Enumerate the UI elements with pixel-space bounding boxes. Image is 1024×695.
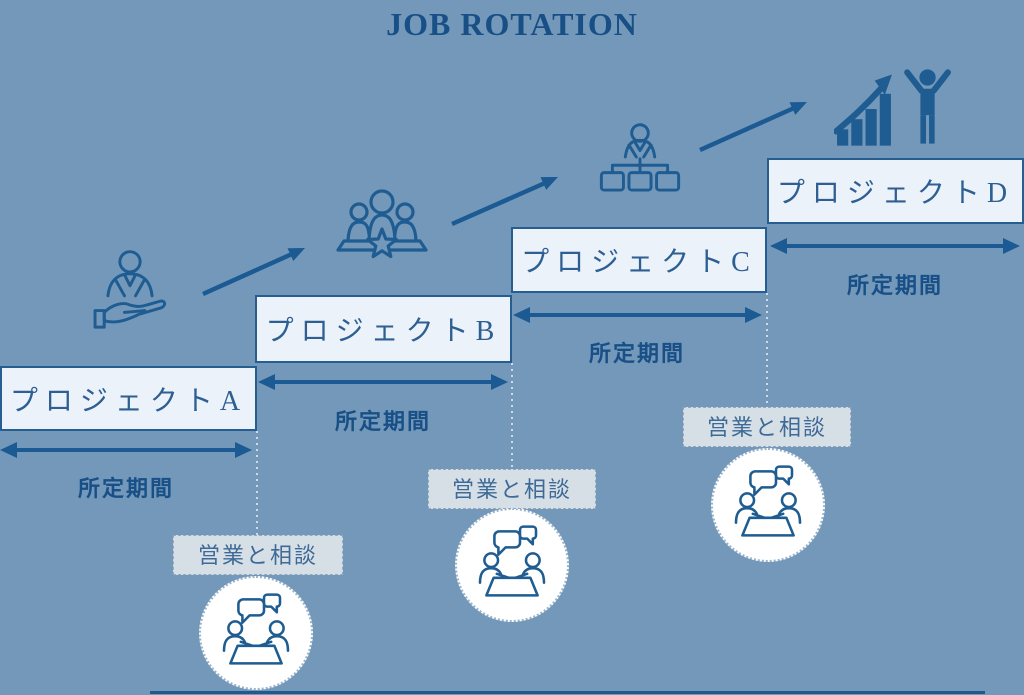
arrow-a-to-b bbox=[202, 248, 305, 297]
period-label-b: 所定期間 bbox=[334, 409, 431, 434]
project-label-d: プロジェクトD bbox=[776, 178, 1015, 209]
consult-circle-2 bbox=[455, 508, 569, 622]
period-arrow-d bbox=[770, 238, 1020, 254]
period-label-c: 所定期間 bbox=[588, 341, 685, 366]
project-label-b: プロジェクトB bbox=[265, 316, 502, 347]
success-growth-icon bbox=[834, 69, 951, 146]
period-label-a: 所定期間 bbox=[77, 476, 174, 501]
project-box-d: プロジェクトD bbox=[767, 158, 1024, 224]
period-arrow-c bbox=[513, 307, 762, 323]
period-arrow-a bbox=[0, 442, 252, 458]
bottom-edge-line bbox=[150, 691, 985, 694]
consult-circle-3 bbox=[711, 448, 825, 562]
team-star-icon bbox=[336, 189, 428, 259]
period-label-d: 所定期間 bbox=[846, 273, 943, 298]
project-box-b: プロジェクトB bbox=[255, 295, 512, 363]
meeting-icon bbox=[728, 465, 808, 545]
org-chart-icon bbox=[599, 123, 681, 192]
project-label-c: プロジェクトC bbox=[521, 247, 757, 278]
consult-circle-1 bbox=[199, 576, 313, 690]
person-in-hand-icon bbox=[93, 250, 167, 329]
period-arrow-b bbox=[258, 374, 508, 390]
project-label-a: プロジェクトA bbox=[9, 385, 248, 417]
meeting-icon bbox=[216, 593, 296, 673]
meeting-icon bbox=[472, 525, 552, 605]
consult-label-3: 営業と相談 bbox=[683, 407, 851, 447]
consult-label-1: 営業と相談 bbox=[173, 535, 343, 575]
arrow-c-to-d bbox=[699, 102, 807, 153]
consult-label-2: 営業と相談 bbox=[428, 469, 596, 509]
arrow-b-to-c bbox=[451, 177, 558, 227]
project-box-a: プロジェクトA bbox=[0, 366, 257, 431]
page-title: JOB ROTATION bbox=[386, 6, 638, 42]
project-box-c: プロジェクトC bbox=[511, 227, 767, 293]
